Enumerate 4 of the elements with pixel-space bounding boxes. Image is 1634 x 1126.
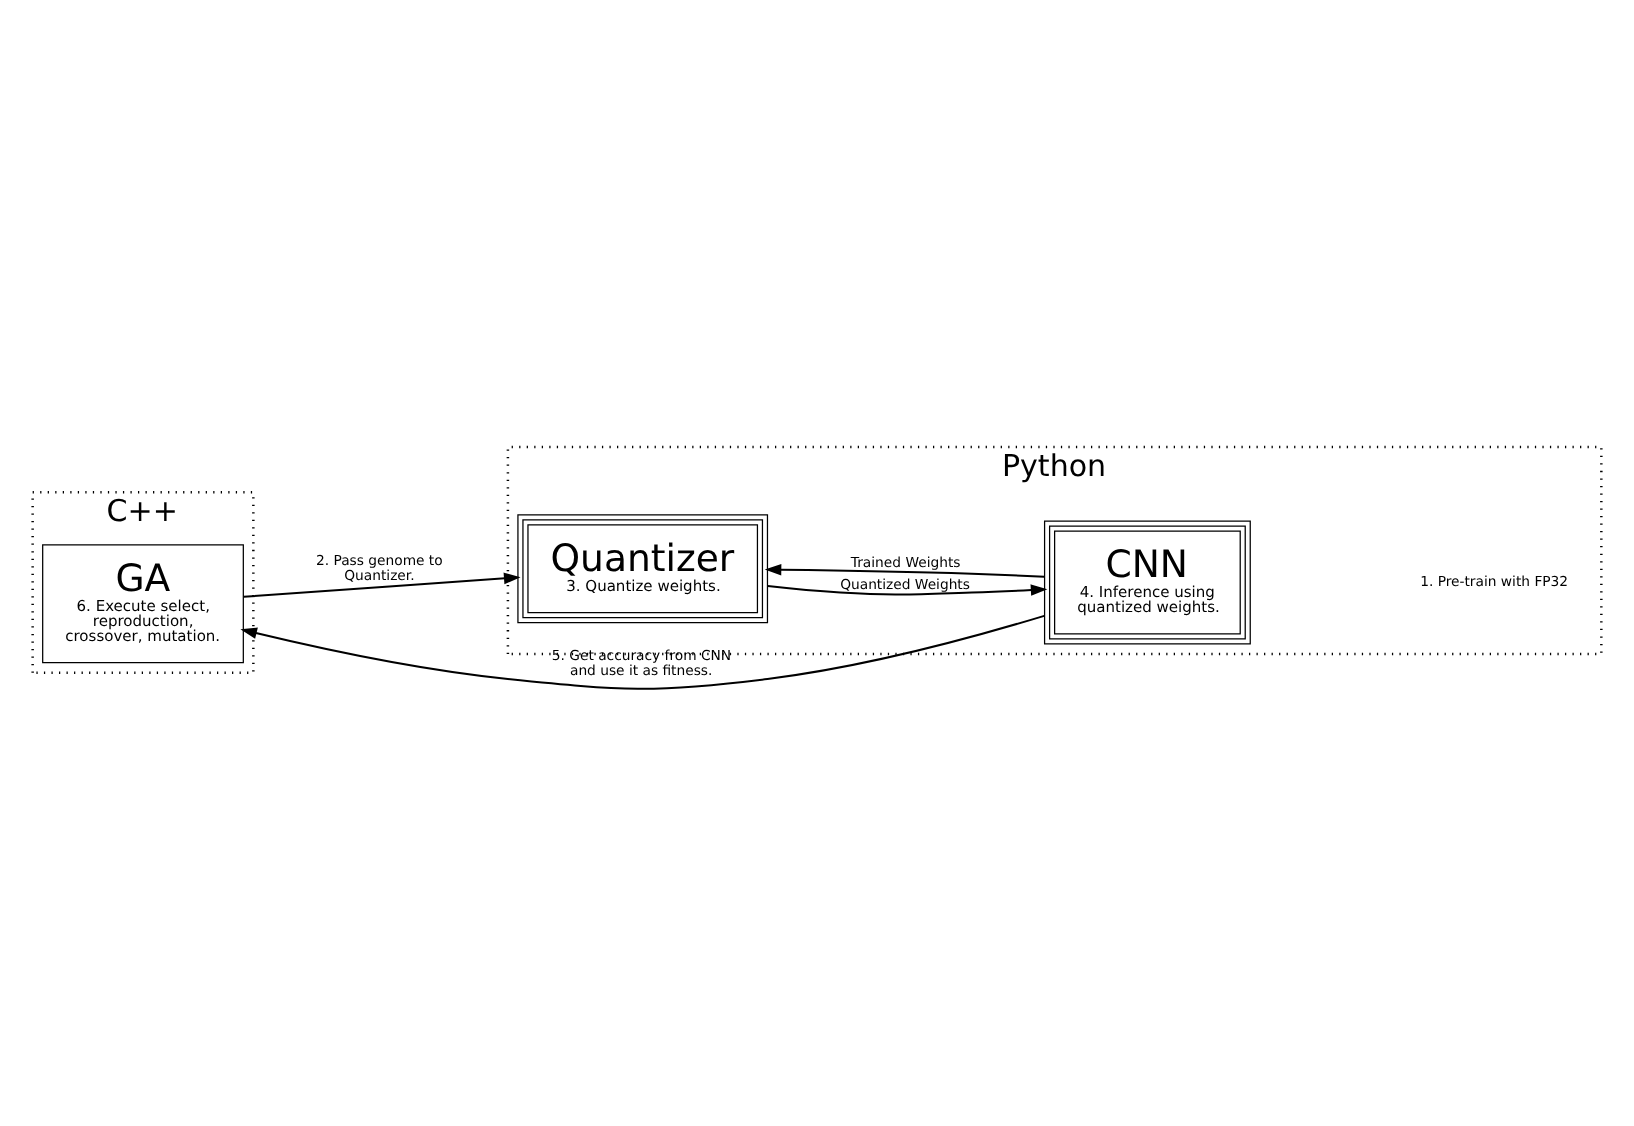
arrow bbox=[764, 563, 1045, 578]
arrow bbox=[243, 572, 521, 598]
arrow bbox=[240, 614, 1045, 690]
arrow bbox=[767, 584, 1048, 596]
